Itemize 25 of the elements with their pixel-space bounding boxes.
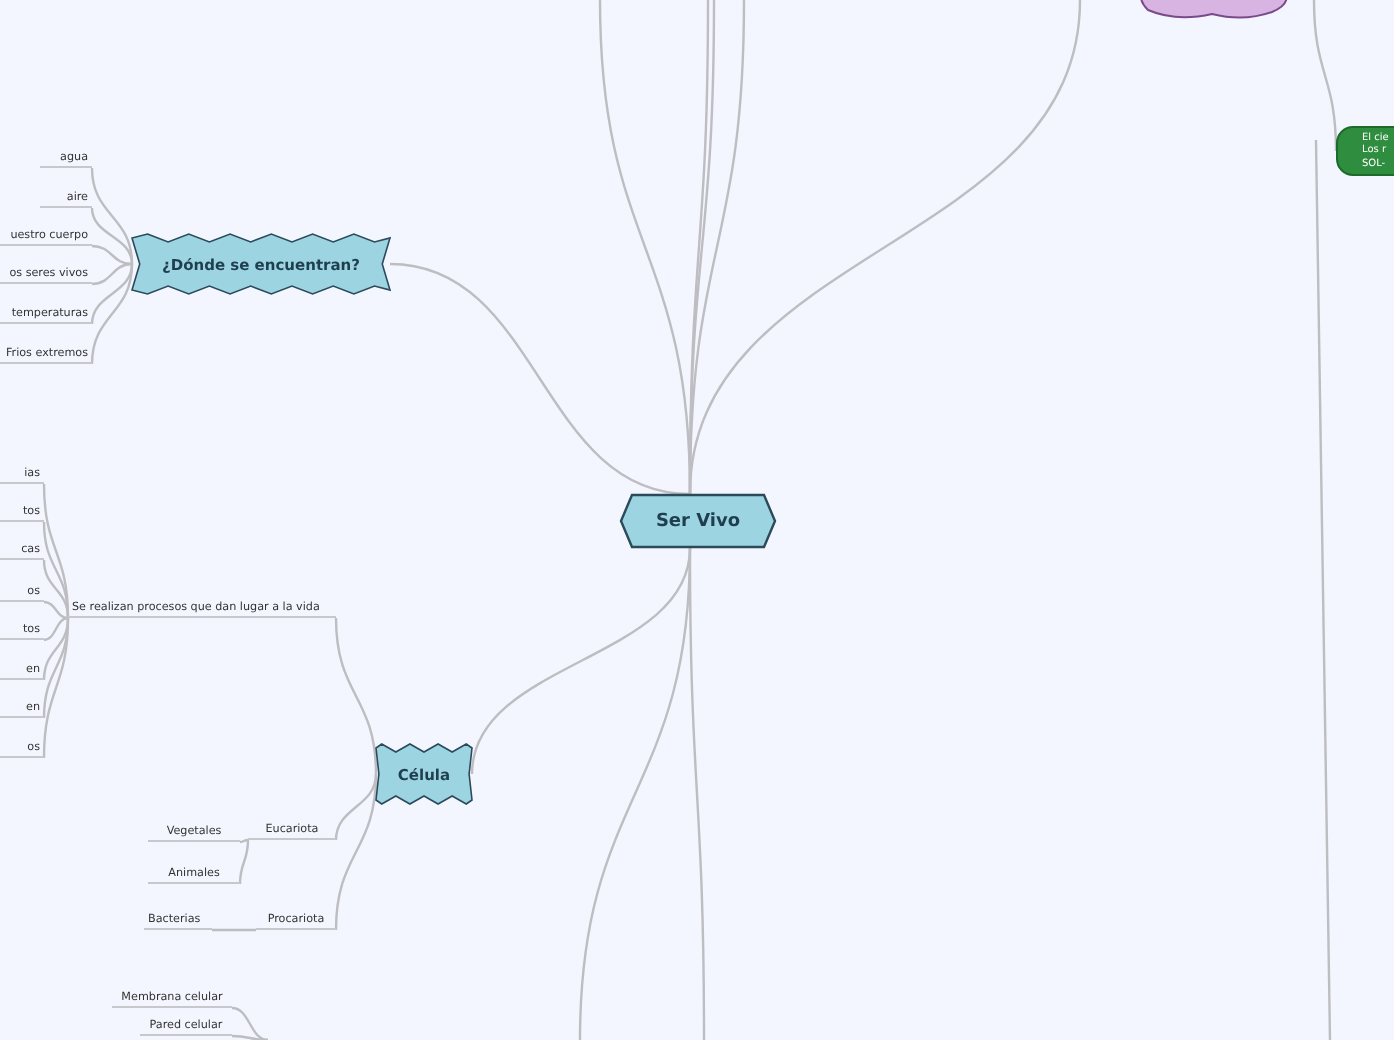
connector-line: [231, 1006, 269, 1040]
connector-line: [334, 617, 378, 775]
connector-line: [688, 548, 706, 1040]
connector-line: [43, 600, 69, 620]
connector-line: [334, 773, 378, 931]
connector-line: [470, 547, 692, 775]
subtopic-underline: [140, 1020, 232, 1036]
connector-line: [43, 616, 69, 642]
connector-line: [90, 207, 134, 265]
connector-line: [389, 262, 691, 496]
connector-line: [1312, 0, 1338, 152]
connector-line: [231, 1034, 269, 1040]
connector-line: [334, 773, 378, 841]
connector-line: [688, 0, 1082, 495]
connector-line: [239, 838, 249, 844]
connector-line: [91, 262, 133, 286]
connector-line: [91, 244, 133, 266]
connector-line: [42, 617, 70, 759]
connector-line: [90, 263, 134, 365]
topic-text: Ser Vivo: [655, 511, 741, 531]
connector-line: [238, 839, 250, 885]
connector-line: [90, 263, 134, 325]
connector-line: [42, 559, 70, 619]
connector-line: [42, 617, 70, 681]
connector-line: [212, 928, 256, 932]
